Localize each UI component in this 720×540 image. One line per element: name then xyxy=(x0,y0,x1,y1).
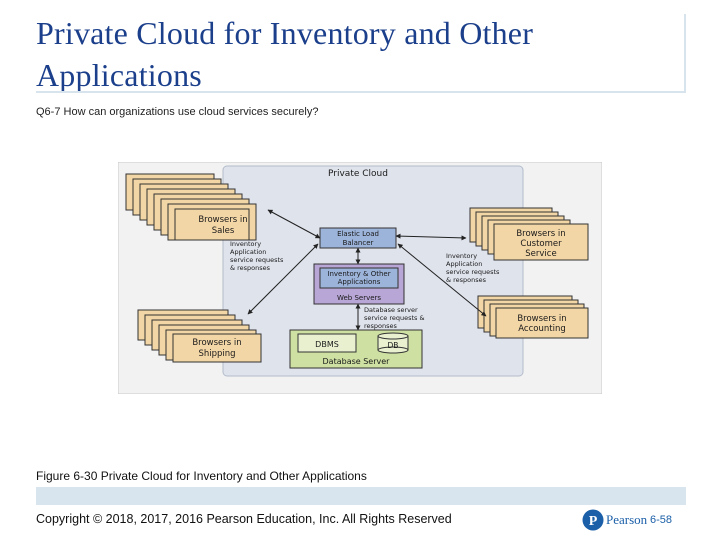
slide-subtitle: Q6-7 How can organizations use cloud ser… xyxy=(36,106,319,118)
right-note-line3: service requests xyxy=(446,268,500,276)
db-note-line3: responses xyxy=(364,322,398,330)
customer-service-label-line2: Customer xyxy=(520,239,562,249)
browser-stack-shipping: Browsers in Shipping xyxy=(137,309,262,363)
browser-stack-sales: Browsers in Sales xyxy=(125,173,257,241)
apps-label-line2: Applications xyxy=(338,278,381,286)
dbms-box xyxy=(297,333,357,353)
left-note-line1: Inventory xyxy=(230,240,261,248)
shipping-label-line2: Shipping xyxy=(198,349,235,359)
db-note-line2: service requests & xyxy=(364,314,425,322)
right-note-line4: & responses xyxy=(446,276,487,284)
svg-text:P: P xyxy=(589,514,598,529)
right-note-line2: Application xyxy=(446,260,482,268)
pearson-logo-icon: P xyxy=(582,509,604,531)
customer-service-label-line3: Service xyxy=(525,249,556,259)
page-number: 6-58 xyxy=(650,514,673,526)
customer-service-label-line1: Browsers in xyxy=(516,229,565,239)
db-label: DB xyxy=(388,341,399,350)
load-balancer-label-line1: Elastic Load xyxy=(337,230,379,238)
footer-bar xyxy=(36,487,686,505)
browser-stack-customer-service: Browsers in Customer Service xyxy=(469,207,589,261)
accounting-label-line1: Browsers in xyxy=(517,314,566,324)
sales-label-line2: Sales xyxy=(212,226,235,236)
title-rule-horizontal xyxy=(36,91,686,93)
web-servers-label: Web Servers xyxy=(337,294,381,302)
browser-stack-accounting: Browsers in Accounting xyxy=(477,295,589,339)
right-note-line1: Inventory xyxy=(446,252,477,260)
dbms-label: DBMS xyxy=(315,340,339,349)
accounting-label-line2: Accounting xyxy=(518,324,565,334)
pearson-wordmark: Pearson xyxy=(606,512,648,527)
apps-label-line1: Inventory & Other xyxy=(327,270,390,278)
left-note-line2: Application xyxy=(230,248,266,256)
figure-caption: Figure 6-30 Private Cloud for Inventory … xyxy=(36,469,367,483)
left-note-line3: service requests xyxy=(230,256,284,264)
sales-label-line1: Browsers in xyxy=(198,215,247,225)
load-balancer-label-line2: Balancer xyxy=(343,239,374,247)
db-cylinder-icon xyxy=(377,332,409,354)
database-server-label: Database Server xyxy=(323,357,391,366)
title-rule-vertical xyxy=(684,14,686,92)
private-cloud-diagram: Private Cloud Browsers in Sales Browsers… xyxy=(118,162,602,394)
shipping-label-line1: Browsers in xyxy=(192,338,241,348)
cloud-label: Private Cloud xyxy=(328,169,388,179)
left-note-line4: & responses xyxy=(230,264,271,272)
slide-title: Private Cloud for Inventory and Other Ap… xyxy=(36,15,534,93)
copyright-text: Copyright © 2018, 2017, 2016 Pearson Edu… xyxy=(36,512,452,526)
db-note-line1: Database server xyxy=(364,306,418,314)
